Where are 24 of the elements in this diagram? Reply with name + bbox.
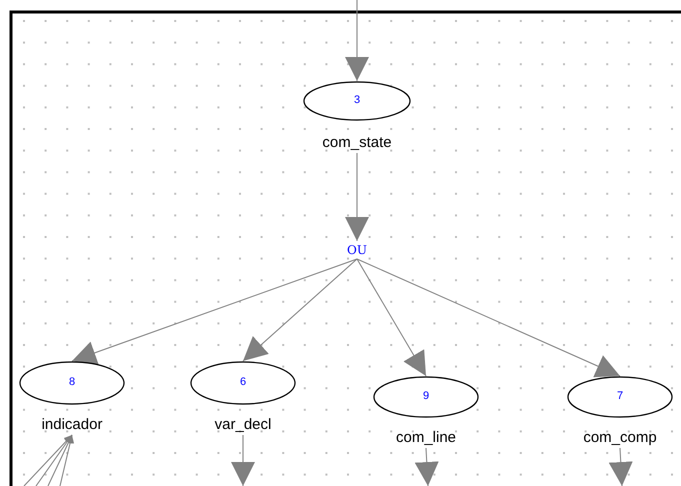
arrow — [60, 434, 74, 486]
arrow — [345, 152, 369, 242]
arrow — [24, 434, 72, 486]
arrow — [231, 434, 255, 486]
node-label: var_decl — [214, 416, 272, 433]
node-label: com_line — [394, 429, 458, 446]
arrow — [36, 434, 72, 486]
arrow — [242, 258, 358, 362]
arrow — [72, 258, 358, 364]
node-number: 6 — [238, 376, 248, 388]
arrow — [48, 434, 72, 486]
arrow — [356, 258, 620, 378]
arrow — [345, 0, 369, 82]
node-label: com_state — [321, 134, 393, 151]
node-label: indicador — [40, 416, 104, 433]
arrow — [608, 448, 633, 486]
operator-label: OU — [347, 243, 367, 257]
node-label: com_comp — [582, 429, 658, 446]
arrow — [414, 448, 439, 486]
node-number: 7 — [616, 390, 624, 402]
node-number: 8 — [68, 376, 76, 388]
node-number: 9 — [422, 390, 430, 402]
node-number: 3 — [352, 94, 362, 106]
arrow — [356, 258, 426, 376]
